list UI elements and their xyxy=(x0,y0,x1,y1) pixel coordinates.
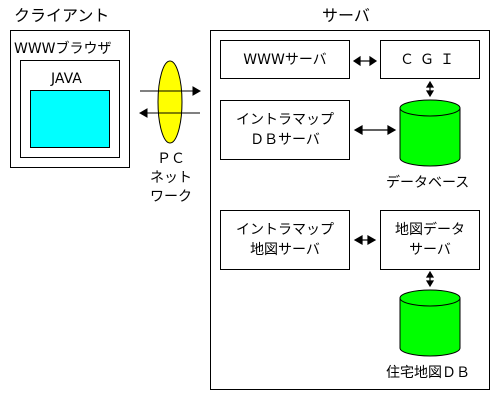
network-arrow-right xyxy=(140,86,202,96)
database-cylinder xyxy=(399,99,461,167)
arrow-mapdata-residentialdb xyxy=(425,270,435,288)
server-title: サーバ xyxy=(322,6,370,25)
browser-label: WWWブラウザ xyxy=(14,41,112,57)
residential-db-cylinder xyxy=(399,289,461,357)
server-frame xyxy=(210,30,490,390)
arrow-mapserver-mapdata xyxy=(353,234,377,246)
www-server-box: WWWサーバ xyxy=(220,40,350,79)
residential-map-db-label: 住宅地図ＤＢ xyxy=(386,365,470,381)
network-arrow-left xyxy=(138,108,200,118)
arrow-cgi-database xyxy=(425,80,435,98)
arrow-dbserver-database xyxy=(353,124,397,136)
database-label: データベース xyxy=(386,175,470,191)
intramap-db-server-box: イントラマップ ＤＢサーバ xyxy=(220,100,350,160)
intramap-map-server-box: イントラマップ 地図サーバ xyxy=(220,210,350,270)
network-label: ＰＣ ネット ワーク xyxy=(150,151,192,205)
client-title: クライアント xyxy=(14,6,110,25)
arrow-www-cgi xyxy=(352,55,378,67)
java-label: JAVA xyxy=(51,71,82,87)
java-applet-area xyxy=(30,90,110,148)
network-ellipse xyxy=(157,60,183,144)
map-data-server-box: 地図データ サーバ xyxy=(380,210,480,270)
cgi-box: ＣＧＩ xyxy=(380,40,480,79)
